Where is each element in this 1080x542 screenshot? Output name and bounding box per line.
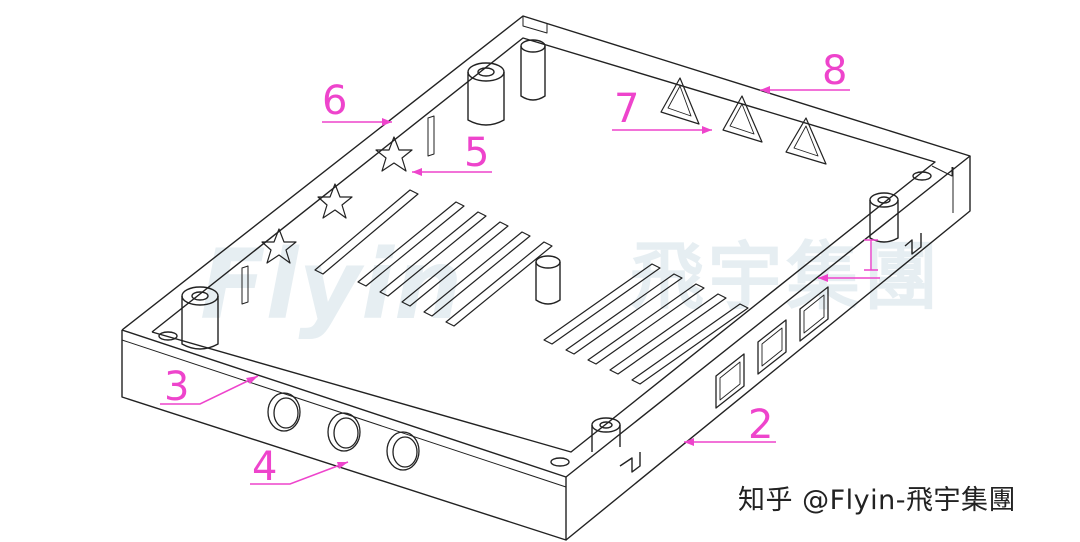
ribs-right	[543, 263, 749, 385]
boss-left-lower	[181, 286, 219, 350]
callout-6: 6	[322, 78, 347, 124]
inner-top-edge	[151, 37, 936, 453]
notch-side	[904, 233, 922, 255]
tray-body	[121, 15, 971, 541]
round-hole-3	[386, 431, 420, 471]
window-2	[757, 319, 787, 375]
boss-right	[869, 192, 899, 243]
credit-text: 知乎 @Flyin-飛宇集團	[738, 485, 1016, 516]
center-standoff	[535, 255, 561, 305]
front-right-wall-face	[565, 156, 971, 541]
star-1	[375, 136, 413, 172]
watermark-logo: Flyin	[200, 229, 462, 341]
watermark: Flyin 飛宇集團	[200, 229, 938, 341]
side-windows	[715, 286, 829, 409]
star-cutouts	[261, 136, 413, 264]
callout-numbers: 2 3 4 5 6 7 8	[164, 48, 847, 490]
callout-3: 3	[164, 364, 189, 410]
callout-8: 8	[822, 48, 847, 94]
triangle-3	[785, 117, 827, 165]
leader-3	[160, 375, 259, 405]
boss-back	[520, 39, 546, 101]
leader-4	[250, 461, 349, 485]
callout-4: 4	[252, 444, 277, 490]
round-hole-2	[327, 412, 361, 452]
round-hole-1	[267, 392, 301, 432]
callout-5: 5	[464, 130, 489, 176]
round-holes	[267, 392, 420, 471]
boss-front	[591, 417, 621, 452]
callout-1: 1	[862, 236, 887, 282]
star-2	[317, 183, 353, 219]
callout-2: 2	[748, 402, 773, 448]
window-1	[715, 353, 745, 409]
ribs-left	[314, 189, 553, 327]
triangle-1	[660, 77, 700, 125]
triangle-2	[722, 95, 763, 143]
front-left-wall-face	[121, 330, 567, 541]
callout-leaders	[160, 86, 880, 485]
boss-left-upper	[467, 62, 505, 126]
triangle-cutouts	[660, 77, 827, 165]
callout-7: 7	[614, 86, 639, 132]
notch-front	[619, 452, 641, 473]
window-3	[799, 286, 829, 342]
star-3	[261, 228, 297, 264]
